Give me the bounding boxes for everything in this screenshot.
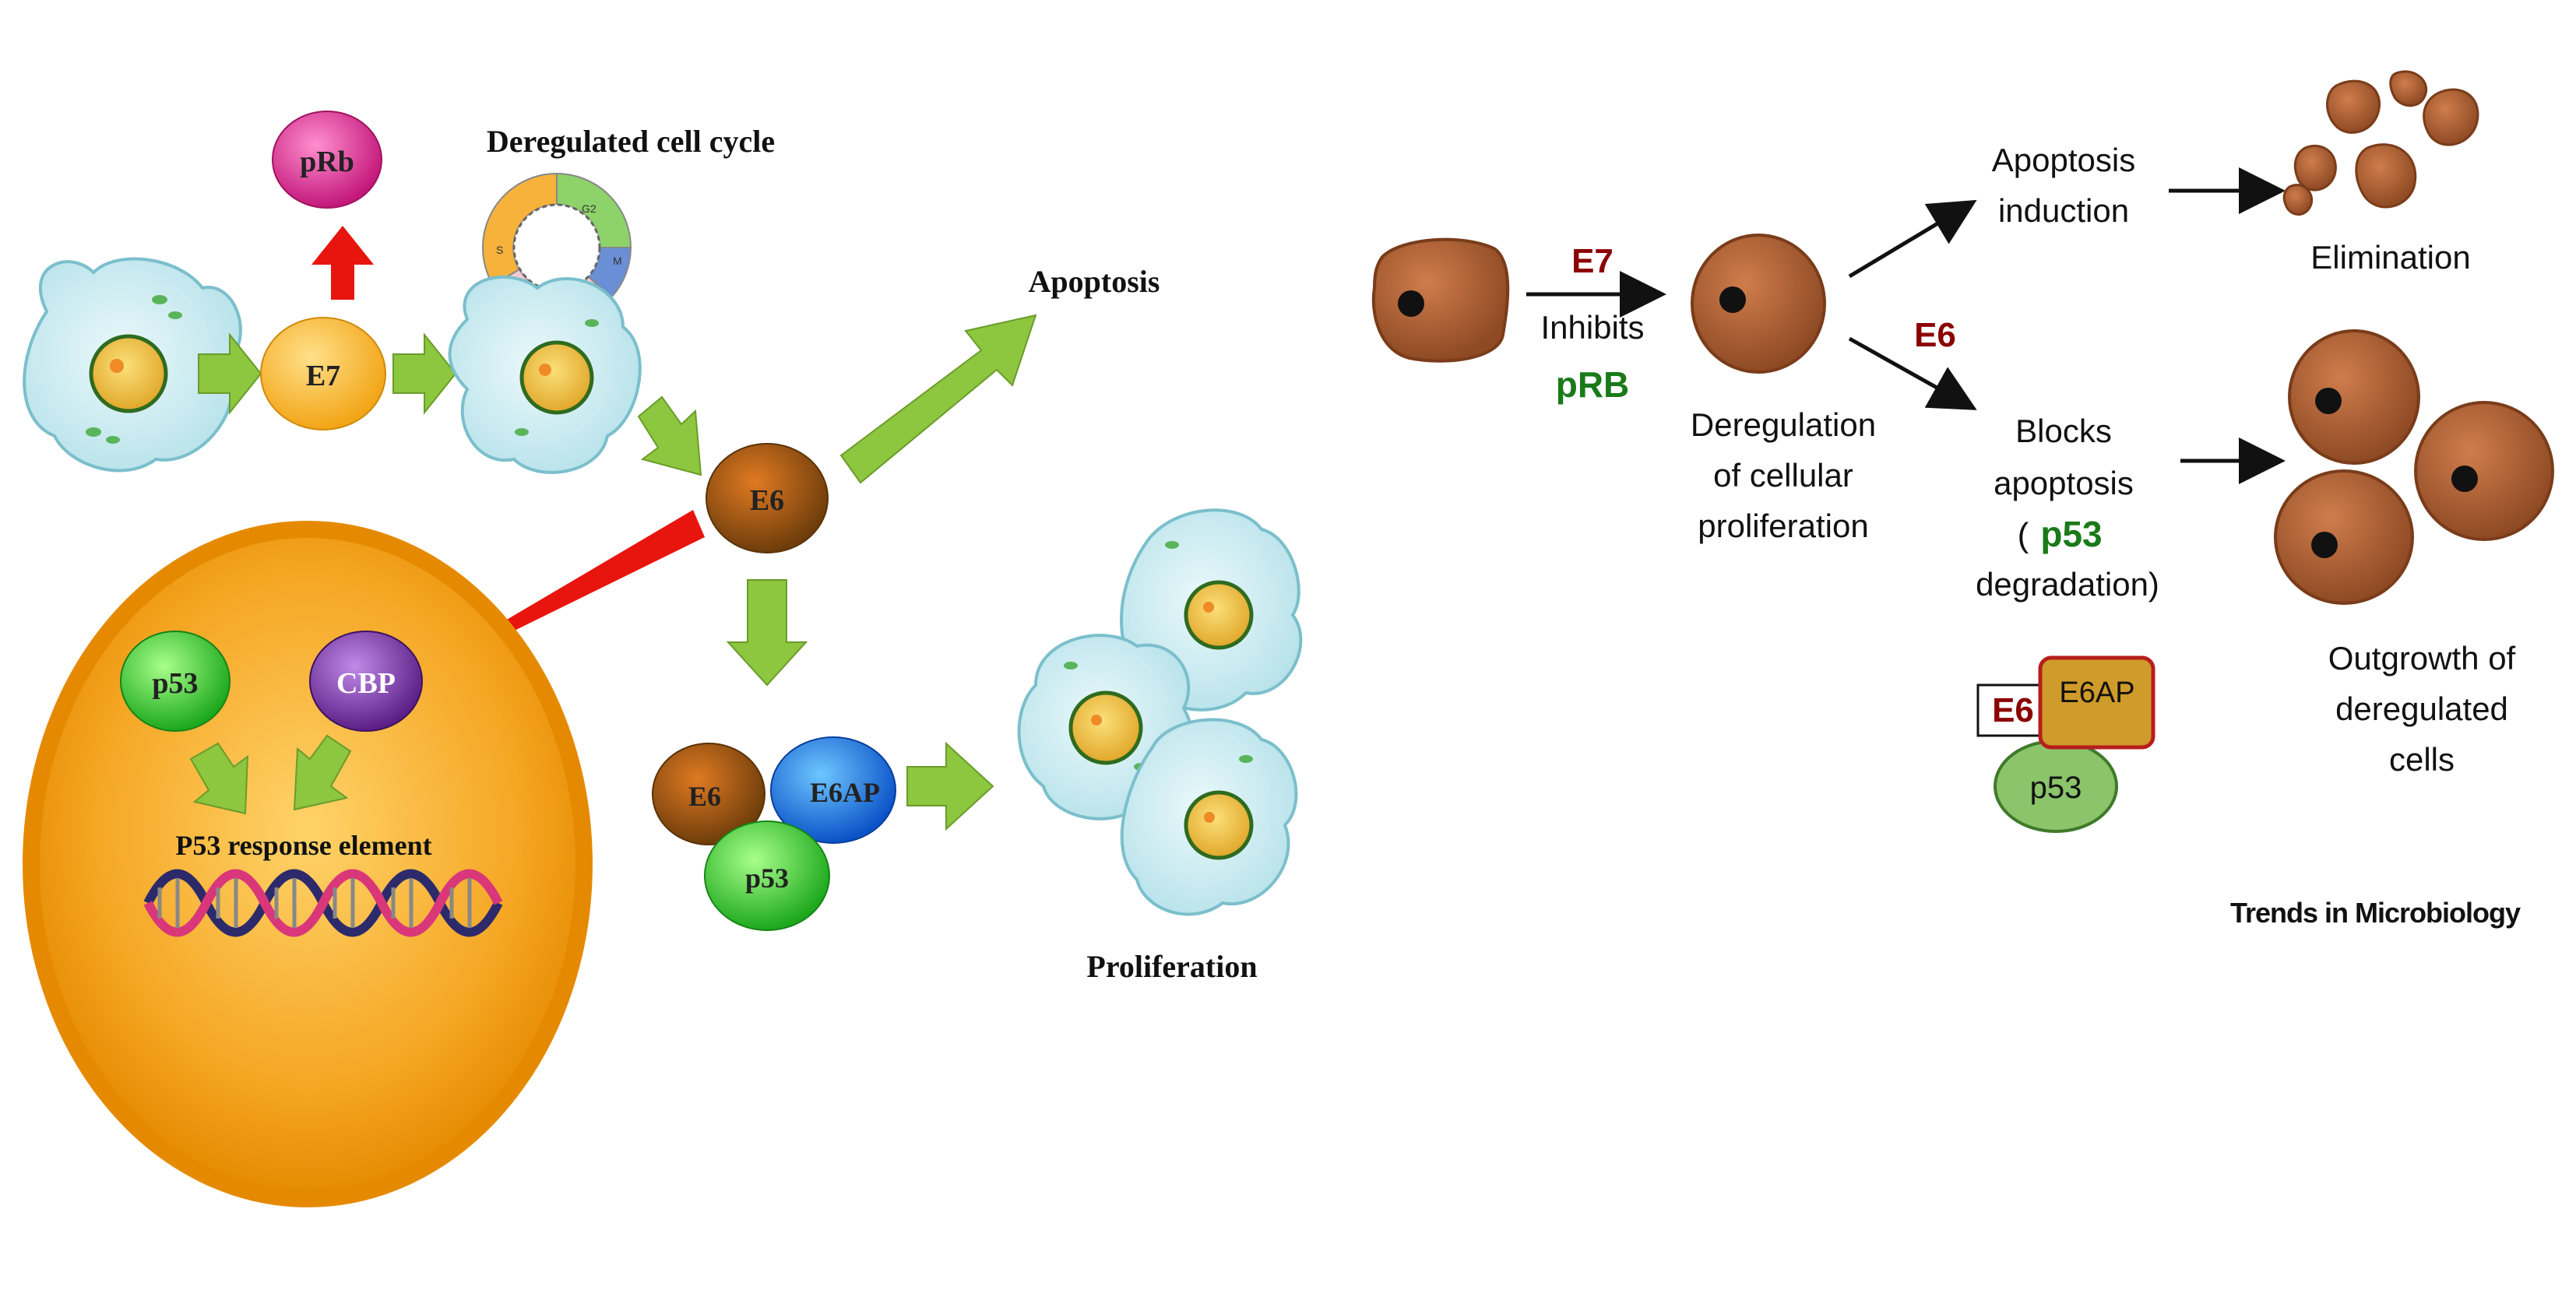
- cell-cycle-title: Deregulated cell cycle: [487, 124, 775, 159]
- cell-normal: [23, 257, 242, 473]
- proliferating-cells: [1017, 508, 1303, 916]
- complex-left-e6ap: E6AP: [810, 777, 880, 808]
- outgrowth-cells: [2274, 329, 2554, 605]
- source-label: Trends in Microbiology: [2230, 897, 2521, 929]
- blocks-line-1: Blocks: [2015, 413, 2112, 449]
- proliferation-label: Proliferation: [1086, 949, 1257, 984]
- phase-label-g2: G2: [582, 202, 596, 215]
- inhibits-label: Inhibits: [1540, 309, 1644, 346]
- complex-right-e6: E6: [1992, 691, 2034, 729]
- complex-left-e6: E6: [688, 781, 721, 812]
- cbp-label: CBP: [336, 667, 396, 700]
- green-arrow-e6-down: [726, 579, 808, 687]
- green-arrow-2: [392, 332, 457, 415]
- response-element-label: P53 response element: [175, 830, 431, 861]
- p53-label-right: p53: [2040, 514, 2102, 554]
- green-arrow-proliferation: [906, 741, 994, 831]
- e6-label-right: E6: [1914, 316, 1956, 354]
- e6-e6ap-p53-complex-left: E6AP E6 p53: [652, 736, 896, 931]
- e7-label-right: E7: [1571, 242, 1614, 280]
- green-arrow-1: [198, 332, 262, 415]
- e6-label: E6: [750, 484, 784, 517]
- p53-nucleus-label: p53: [152, 667, 198, 700]
- deregulation-line-1: Deregulation: [1691, 406, 1876, 443]
- e6-e6ap-p53-complex-right: E6 E6AP p53: [1976, 655, 2155, 833]
- apoptotic-fragments: [2282, 70, 2479, 216]
- blocks-line-2: apoptosis: [1994, 465, 2134, 501]
- phase-label-s: S: [496, 244, 503, 256]
- cell-deregulated: [448, 276, 642, 474]
- outgrowth-line-1: Outgrowth of: [2328, 640, 2516, 676]
- outgrowth-line-3: cells: [2389, 741, 2455, 778]
- prb-label-right: pRB: [1556, 364, 1630, 405]
- apoptosis-induction-line-1: Apoptosis: [1992, 142, 2135, 178]
- red-arrow-up: [311, 226, 374, 300]
- prb-label: pRb: [300, 146, 354, 178]
- brown-cell-initial: [1371, 237, 1510, 363]
- deregulation-line-2: of cellular: [1713, 457, 1853, 494]
- apoptosis-induction-line-2: induction: [1998, 192, 2129, 229]
- nucleus: [23, 521, 593, 1207]
- e7-label: E7: [306, 360, 340, 392]
- e7-protein: E7: [260, 317, 386, 430]
- complex-left-p53: p53: [745, 863, 789, 894]
- green-arrow-apoptosis: [839, 314, 1037, 484]
- outgrowth-line-2: deregulated: [2335, 690, 2508, 727]
- elimination-label: Elimination: [2310, 239, 2470, 276]
- green-arrow-cbp-down: [293, 734, 352, 811]
- deregulation-line-3: proliferation: [1698, 508, 1868, 544]
- phase-label-m: M: [613, 255, 622, 267]
- prb-protein: pRb: [272, 111, 382, 209]
- complex-right-e6ap: E6AP: [2059, 676, 2134, 709]
- dna-helix: [143, 869, 503, 937]
- arrow-to-blocks-apoptosis: [1848, 336, 1977, 410]
- p53-nucleus-protein: p53: [120, 631, 231, 732]
- complex-right-e6ap-box: [2038, 655, 2155, 750]
- e6-protein: E6: [706, 443, 829, 553]
- apoptosis-label-left: Apoptosis: [1029, 264, 1160, 299]
- arrow-to-apoptosis-induction: [1848, 199, 1977, 279]
- cbp-protein: CBP: [309, 631, 423, 732]
- green-arrow-p53-down: [189, 742, 249, 815]
- green-arrow-3: [637, 395, 702, 476]
- p53-paren-open: (: [2018, 516, 2029, 554]
- complex-right-p53: p53: [2030, 771, 2082, 805]
- brown-cell-deregulated: [1691, 234, 1826, 374]
- degradation-label: degradation): [1976, 566, 2159, 603]
